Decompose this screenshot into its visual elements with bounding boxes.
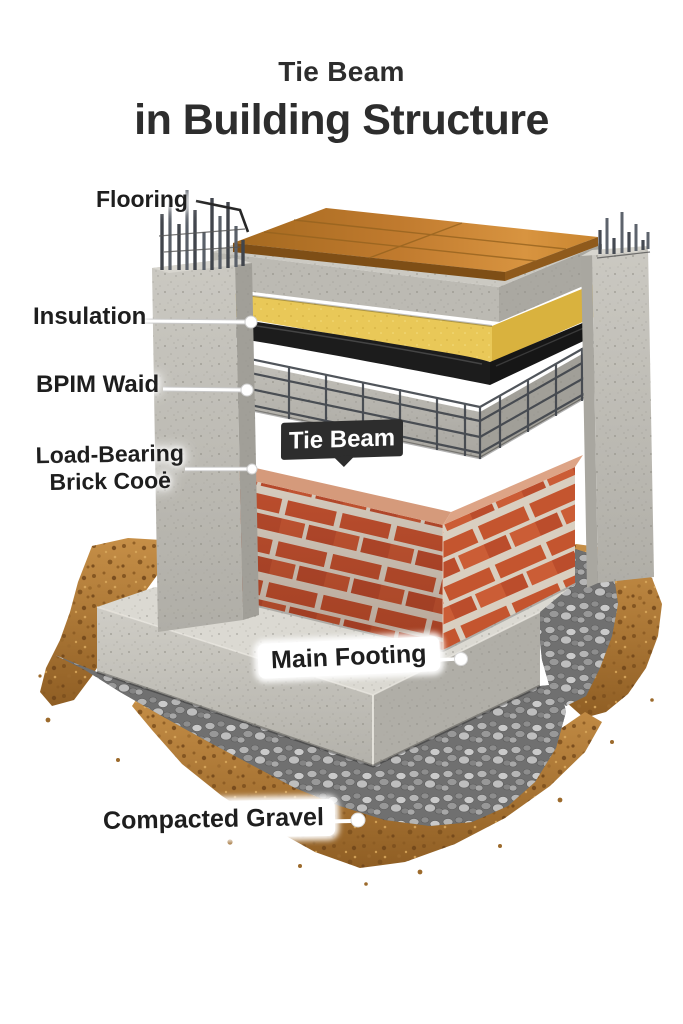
brick-top-left — [228, 464, 451, 525]
load-bearing-leader — [185, 463, 258, 475]
brick-wall — [227, 455, 583, 653]
label-flooring: Flooring — [96, 186, 188, 212]
left-column-rebar — [158, 190, 246, 270]
main-footing-block — [96, 583, 575, 772]
label-load-bearing-brick-core: Load-Bearing Brick Cooė — [26, 440, 195, 497]
diagram-title-line2: in Building Structure — [134, 96, 549, 144]
floor-slab-stack — [210, 208, 602, 385]
label-load-bearing-line2: Brick Cooė — [49, 466, 172, 496]
label-compacted-gravel: Compacted Gravel — [91, 798, 336, 841]
diagram-title-line1: Tie Beam — [278, 56, 405, 87]
left-column — [152, 190, 259, 632]
insulation-layer — [212, 284, 594, 362]
flooring-leader — [195, 199, 250, 233]
dpm-leader — [162, 383, 254, 397]
right-column — [581, 212, 654, 588]
gravel-band-front — [55, 655, 566, 826]
callout-tie-beam: Tie Beam — [280, 419, 404, 460]
brick-top-right — [443, 455, 583, 525]
wood-flooring — [233, 208, 598, 281]
label-dpm-layer: BPIM Waid — [36, 371, 160, 398]
label-load-bearing-line1: Load-Bearing — [35, 439, 185, 469]
insulation-leader — [139, 315, 258, 329]
label-insulation: Insulation — [33, 303, 147, 330]
right-column-rebar — [596, 212, 651, 259]
